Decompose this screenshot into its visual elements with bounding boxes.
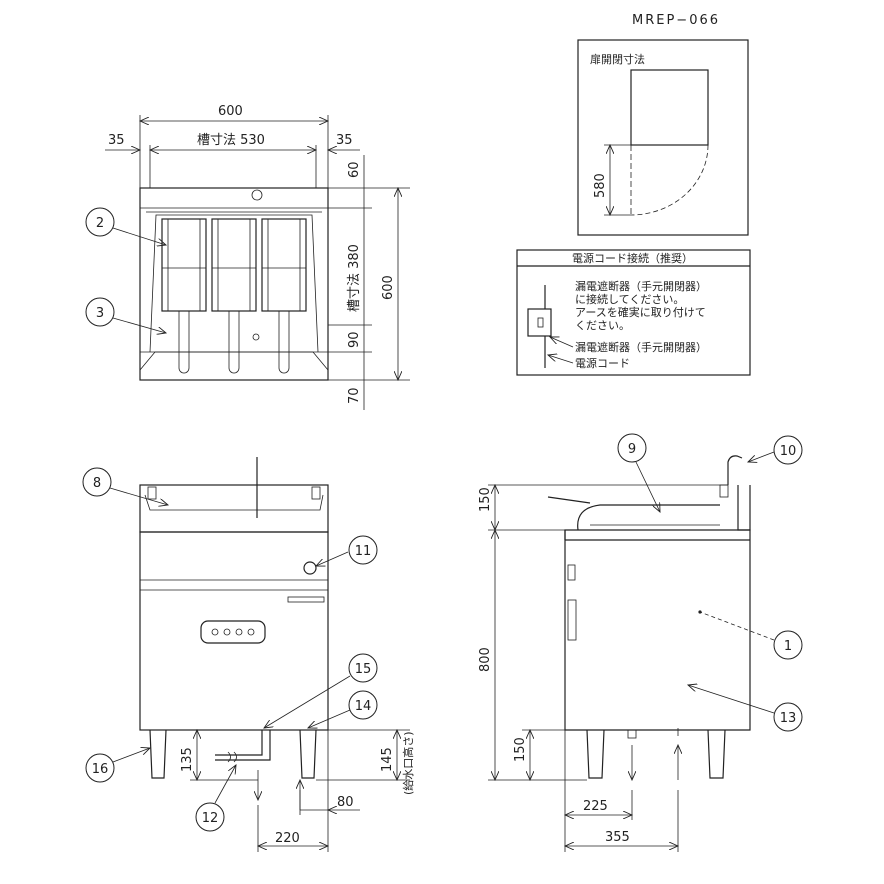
water-inlet-note: (給水口高さ): [401, 731, 415, 795]
svg-text:14: 14: [355, 699, 372, 714]
power-note-line: アースを確実に取り付けて: [575, 305, 706, 319]
callout-3: 3: [85, 297, 115, 327]
svg-text:8: 8: [93, 476, 101, 491]
svg-text:10: 10: [780, 444, 797, 459]
dim-80: 80: [337, 795, 354, 810]
svg-text:12: 12: [202, 811, 219, 826]
dim-150-top: 150: [478, 487, 493, 512]
model-number: MREP−066: [632, 13, 720, 28]
callout-8: 8: [82, 467, 112, 497]
callout-16: 13: [773, 702, 803, 732]
dim-600-depth: 600: [381, 275, 396, 300]
svg-text:3: 3: [96, 306, 104, 321]
callout-10: 11: [348, 535, 378, 565]
callout-2: 2: [85, 207, 115, 237]
dim-600: 600: [218, 104, 243, 119]
basket: [161, 218, 307, 374]
dim-355: 355: [605, 830, 630, 845]
svg-text:13: 13: [780, 711, 797, 726]
door-opening-box: 扉開閉寸法 580: [577, 39, 749, 236]
callout-9: 9: [617, 433, 647, 463]
dim-90: 90: [347, 331, 362, 348]
power-note-line: ください。: [575, 319, 630, 332]
svg-text:9: 9: [628, 442, 636, 457]
dim-60: 60: [347, 161, 362, 178]
dim-70: 70: [347, 387, 362, 404]
dim-35-right: 35: [336, 133, 353, 148]
callout-15: 16: [85, 753, 115, 783]
dim-530: 槽寸法 530: [197, 133, 265, 148]
svg-text:2: 2: [96, 216, 104, 231]
dim-580: 580: [593, 173, 608, 198]
breaker-label: 漏電遮断器（手元開閉器）: [575, 340, 707, 354]
dim-35-left: 35: [108, 133, 125, 148]
dim-145: 145: [380, 747, 395, 772]
power-note-line: 漏電遮断器（手元開閉器）: [575, 279, 707, 293]
svg-text:16: 16: [92, 762, 109, 777]
dim-135: 135: [180, 747, 195, 772]
svg-text:1: 1: [784, 639, 792, 654]
dim-225: 225: [583, 799, 608, 814]
callout-11: 10: [773, 435, 803, 465]
power-box-title: 電源コード接続（推奨）: [572, 251, 693, 265]
power-cord-box: 電源コード接続（推奨） 漏電遮断器（手元開閉器） に接続してください。 アースを…: [516, 249, 751, 376]
power-note-line: に接続してください。: [575, 292, 684, 306]
dim-220: 220: [275, 831, 300, 846]
cord-label: 電源コード: [575, 356, 630, 370]
callout-1: 1: [773, 630, 803, 660]
svg-text:15: 15: [355, 662, 372, 677]
door-box-title: 扉開閉寸法: [590, 52, 645, 66]
plan-view: 600 槽寸法 530 35 35 60 槽寸法 380 90 70 600: [105, 104, 410, 410]
dim-150-leg: 150: [513, 737, 528, 762]
callouts: 2 3 8 11 15 14 16 12 9 10 1 13: [82, 207, 803, 832]
callout-12: 14: [348, 690, 378, 720]
dim-380: 槽寸法 380: [347, 244, 362, 312]
callout-13: 15: [348, 653, 378, 683]
side-view: 150 800 150 225 355: [478, 455, 751, 852]
svg-text:11: 11: [355, 544, 372, 559]
front-view: 135 145 (給水口高さ) 80 220: [139, 457, 415, 852]
dim-800: 800: [478, 647, 493, 672]
callout-14: 12: [195, 802, 225, 832]
